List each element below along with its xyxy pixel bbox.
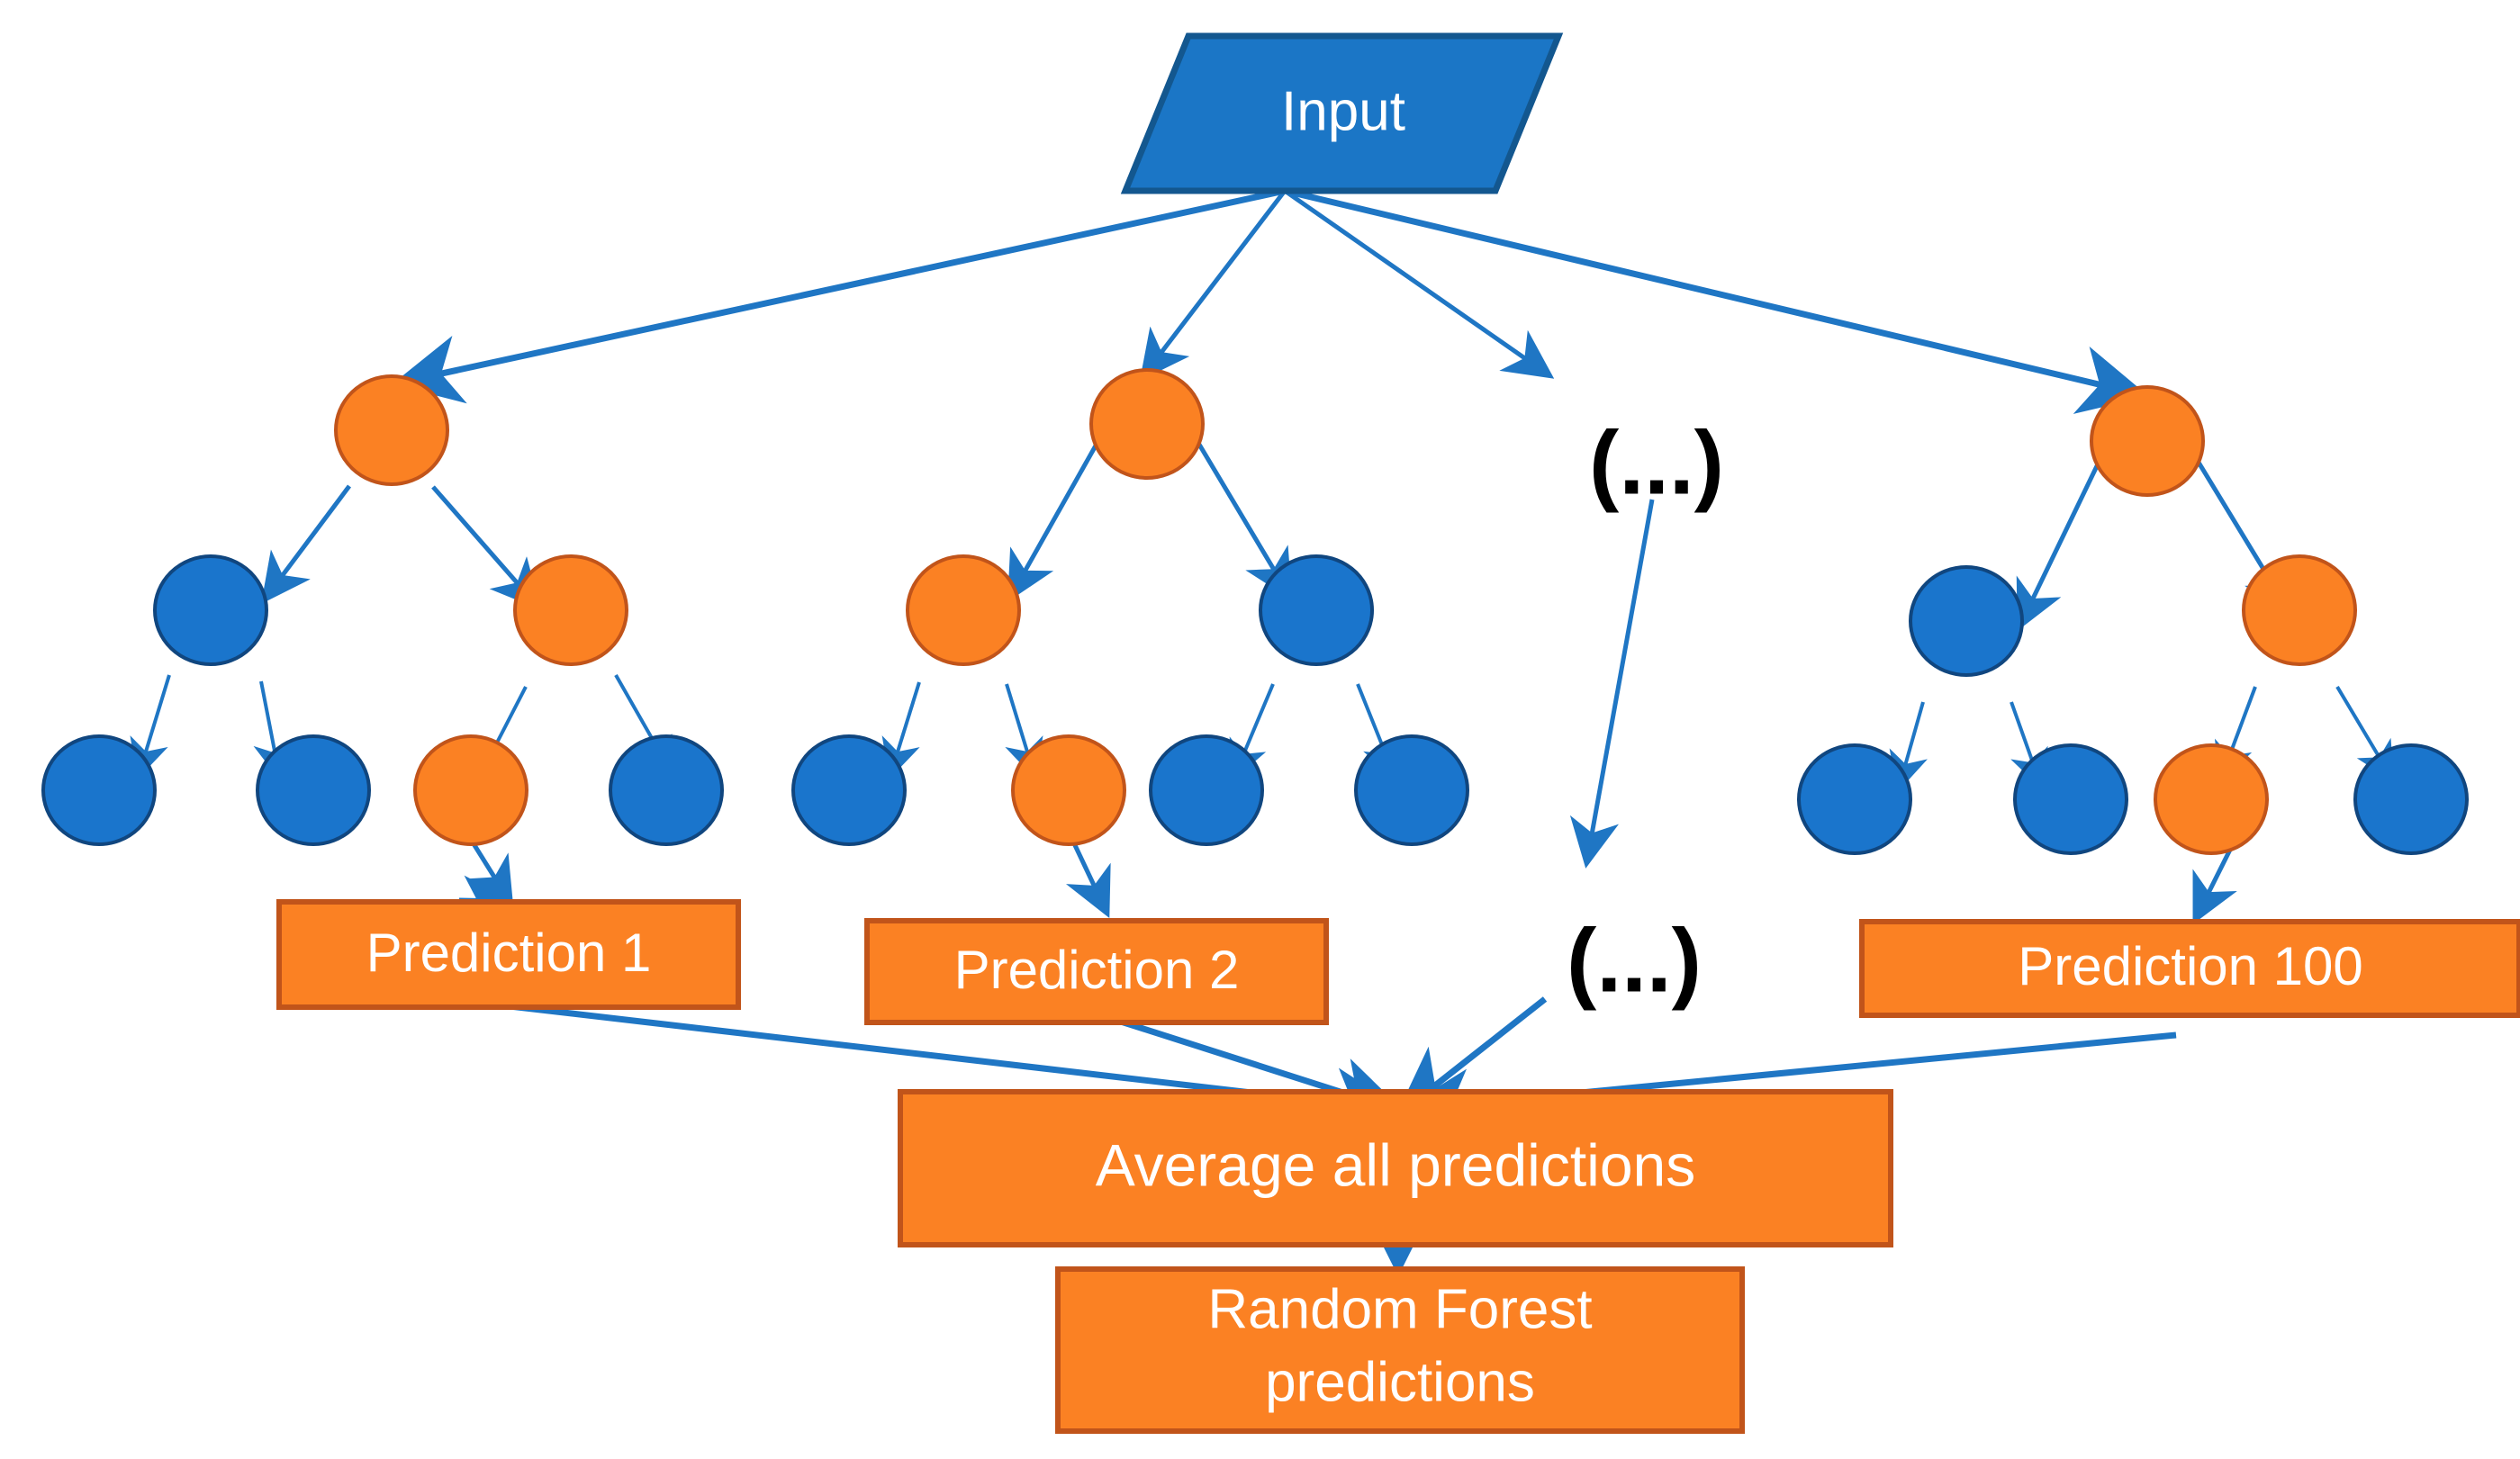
prediction-1-box[interactable]: Prediction 1 <box>276 899 741 1010</box>
random-forest-output-line1: Random Forest <box>1207 1278 1592 1340</box>
average-predictions-box[interactable]: Average all predictions <box>898 1089 1893 1247</box>
input-parallelogram[interactable] <box>1120 32 1564 194</box>
tree-2-node-leaf-3[interactable] <box>1149 734 1264 846</box>
ellipsis-bottom-label: (...) <box>1567 910 1702 1011</box>
input-fanout-edges <box>392 187 2149 414</box>
tree-100 <box>1797 385 2469 855</box>
tree-1-node-leaf-4[interactable] <box>609 734 724 846</box>
average-predictions-label: Average all predictions <box>1096 1131 1696 1198</box>
tree-2-node-root[interactable] <box>1089 368 1205 480</box>
input-label: Input <box>1281 80 1405 142</box>
edge-input-to-tree1-root <box>392 187 1286 404</box>
tree-100-node-leaf-2[interactable] <box>2013 743 2128 855</box>
tree-2-node-leaf-2[interactable] <box>1011 734 1126 846</box>
edge-input-to-tree2-root <box>1139 189 1287 381</box>
edge-input-to-ellipsis <box>1283 188 1555 379</box>
tree-1 <box>41 374 724 846</box>
tree-2-node-leaf-1[interactable] <box>791 734 907 846</box>
tree-2-node-mid-right[interactable] <box>1259 554 1374 666</box>
prediction-100-box[interactable]: Prediction 100 <box>1859 919 2520 1018</box>
tree-2-node-leaf-4[interactable] <box>1354 734 1469 846</box>
tree-1-node-mid-left[interactable] <box>153 554 268 666</box>
input-node[interactable]: Input <box>1120 32 1564 194</box>
edge-t2-root-right <box>1185 423 1293 600</box>
tree-100-node-mid-left[interactable] <box>1909 565 2024 677</box>
random-forest-output-line2: predictions <box>1265 1351 1535 1413</box>
tree-100-node-leaf-1[interactable] <box>1797 743 1912 855</box>
prediction-2-rect[interactable] <box>864 918 1329 1025</box>
tree-100-node-root[interactable] <box>2090 385 2205 497</box>
prediction-1-label: Prediction 1 <box>366 923 652 983</box>
prediction-2-box[interactable]: Prediction 2 <box>864 918 1329 1025</box>
prediction-100-rect[interactable] <box>1859 919 2520 1018</box>
tree-1-node-leaf-1[interactable] <box>41 734 157 846</box>
tree-2 <box>791 368 1469 846</box>
tree-100-edges <box>1889 443 2395 924</box>
random-forest-output-rect[interactable] <box>1055 1266 1745 1434</box>
edge-t1-root-left <box>261 484 352 605</box>
tree-1-edges <box>130 484 674 925</box>
random-forest-output-box[interactable]: Random Forest predictions <box>1055 1266 1745 1434</box>
tree-100-node-leaf-4[interactable] <box>2353 743 2469 855</box>
tree-1-node-root[interactable] <box>334 374 449 486</box>
tree-2-node-mid-left[interactable] <box>906 554 1021 666</box>
edge-input-to-tree100-root <box>1284 187 2149 414</box>
edge-t2-mid1-left <box>881 681 921 779</box>
edge-t100-root-left <box>2016 444 2109 632</box>
edge-ellipsis-top-to-bottom <box>1569 499 1655 869</box>
tree-2-edges <box>881 423 1401 919</box>
average-predictions-rect[interactable] <box>898 1089 1893 1247</box>
edge-t2-root-left <box>1007 423 1110 602</box>
prediction-100-label: Prediction 100 <box>2018 936 2363 996</box>
tree-1-node-leaf-3[interactable] <box>413 734 528 846</box>
prediction-1-rect[interactable] <box>276 899 741 1010</box>
tree-1-node-leaf-2[interactable] <box>256 734 371 846</box>
prediction-2-label: Prediction 2 <box>954 940 1240 1000</box>
edge-t1-root-right <box>431 485 541 610</box>
tree-100-node-leaf-3[interactable] <box>2154 743 2269 855</box>
ellipsis-top-label: (...) <box>1589 412 1724 513</box>
tree-100-node-mid-right[interactable] <box>2242 554 2357 666</box>
tree-1-node-mid-right[interactable] <box>513 554 628 666</box>
